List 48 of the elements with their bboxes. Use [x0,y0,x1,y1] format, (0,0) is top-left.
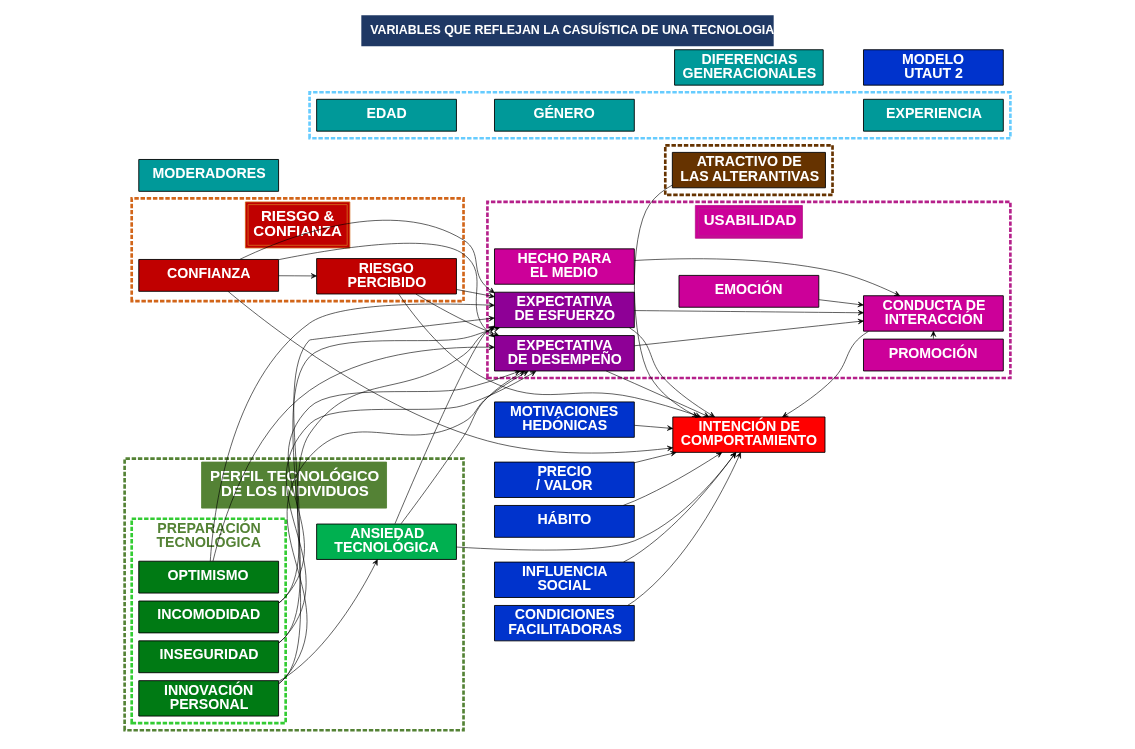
node-box: EDAD [316,98,457,132]
node-box: HECHO PARA EL MEDIO [494,248,635,285]
node-box: GÉNERO [494,98,635,132]
arrow [623,452,737,563]
node-box: HÁBITO [494,505,635,538]
arrow [629,327,715,418]
node-box: PRECIO / VALOR [494,461,635,498]
node-box: EXPERIENCIA [863,98,1004,132]
node-box: MODELO UTAUT 2 [863,49,1004,86]
node-box: EXPECTATIVA DE DESEMPEÑO [494,335,635,372]
node-box: RIESGO PERCIBIDO [316,258,457,295]
node-box: MOTIVACIONES HEDÓNICAS [494,401,635,438]
arrow [634,258,901,297]
arrow [278,370,529,684]
arrow [930,330,937,340]
arrow [627,452,741,606]
node-box: INCOMODIDAD [138,600,280,634]
node-box: CONDICIONES FACILITADORAS [494,605,635,642]
arrow [634,425,674,431]
arrow [278,273,317,279]
node-box: EMOCIÓN [678,274,820,308]
node-box: DIFERENCIAS GENERACIONALES [674,49,824,86]
arrow [634,451,677,464]
node-box: CONFIANZA [138,259,280,292]
node-box: INSEGURIDAD [138,640,280,674]
arrow [605,370,710,418]
node-box: CONDUCTA DE INTERACCIÓN [863,295,1004,332]
cluster [663,144,834,197]
diagram-title: VARIABLES QUE REFLEJAN LA CASUÍSTICA DE UNA TECNOLOGIA [370,22,775,37]
cluster [308,90,1012,140]
arrow [782,331,869,418]
arrow [415,293,500,337]
node-box: EXPECTATIVA DE ESFUERZO [494,291,635,329]
arrow [634,184,699,418]
arrow [818,299,864,308]
node-box: INFLUENCIA SOCIAL [494,561,635,598]
arrow [278,559,378,682]
arrow [400,370,525,525]
node-box: ANSIEDAD TECNOLÓGICA [316,523,457,560]
node-box: OPTIMISMO [138,560,280,594]
node-box: ATRACTIVO DE LAS ALTERANTIVAS [671,151,826,189]
arrow [634,310,864,316]
node-box: MODERADORES [138,159,280,192]
arrow [634,318,864,347]
node-box: INTENCIÓN DE COMPORTAMIENTO [672,416,826,453]
node-box: INNOVACIÓN PERSONAL [138,680,280,717]
arrow [622,452,723,506]
arrow [456,289,495,299]
